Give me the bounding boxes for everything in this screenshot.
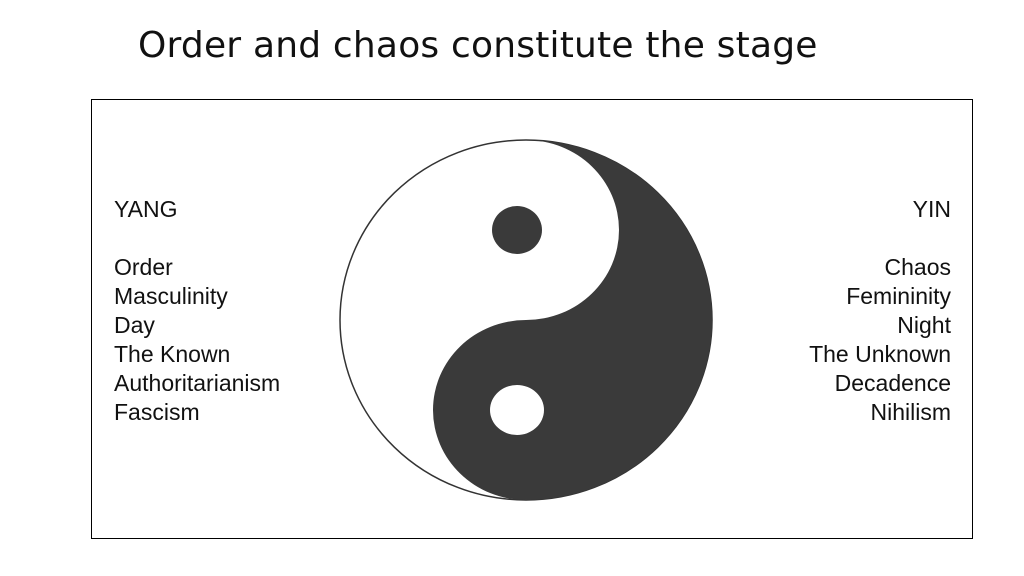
slide-title: Order and chaos constitute the stage	[138, 25, 818, 66]
yang-item-fascism: Fascism	[114, 399, 200, 425]
yin-light-dot	[490, 385, 544, 435]
yin-list: Chaos Femininity Night The Unknown Decad…	[809, 253, 951, 427]
yin-column: YIN Chaos Femininity Night The Unknown D…	[809, 195, 951, 427]
yin-item-nihilism: Nihilism	[870, 399, 952, 425]
yin-item-the-unknown: The Unknown	[809, 341, 951, 367]
diagram-frame: YANG Order Masculinity Day The Known Aut…	[91, 99, 973, 539]
yang-item-masculinity: Masculinity	[114, 283, 228, 309]
yin-heading: YIN	[912, 196, 951, 222]
yin-item-chaos: Chaos	[884, 254, 951, 280]
yin-item-femininity: Femininity	[846, 283, 951, 309]
yang-item-order: Order	[114, 254, 173, 280]
yang-item-the-known: The Known	[114, 341, 231, 367]
yang-item-authoritarianism: Authoritarianism	[114, 370, 281, 396]
yang-item-day: Day	[114, 312, 155, 338]
yang-column: YANG Order Masculinity Day The Known Aut…	[114, 195, 280, 427]
yin-yang-icon	[339, 139, 713, 501]
yang-heading: YANG	[114, 196, 178, 222]
yang-dark-dot	[492, 206, 542, 254]
yin-item-night: Night	[897, 312, 951, 338]
yin-item-decadence: Decadence	[834, 370, 951, 396]
yang-list: Order Masculinity Day The Known Authorit…	[114, 253, 280, 427]
